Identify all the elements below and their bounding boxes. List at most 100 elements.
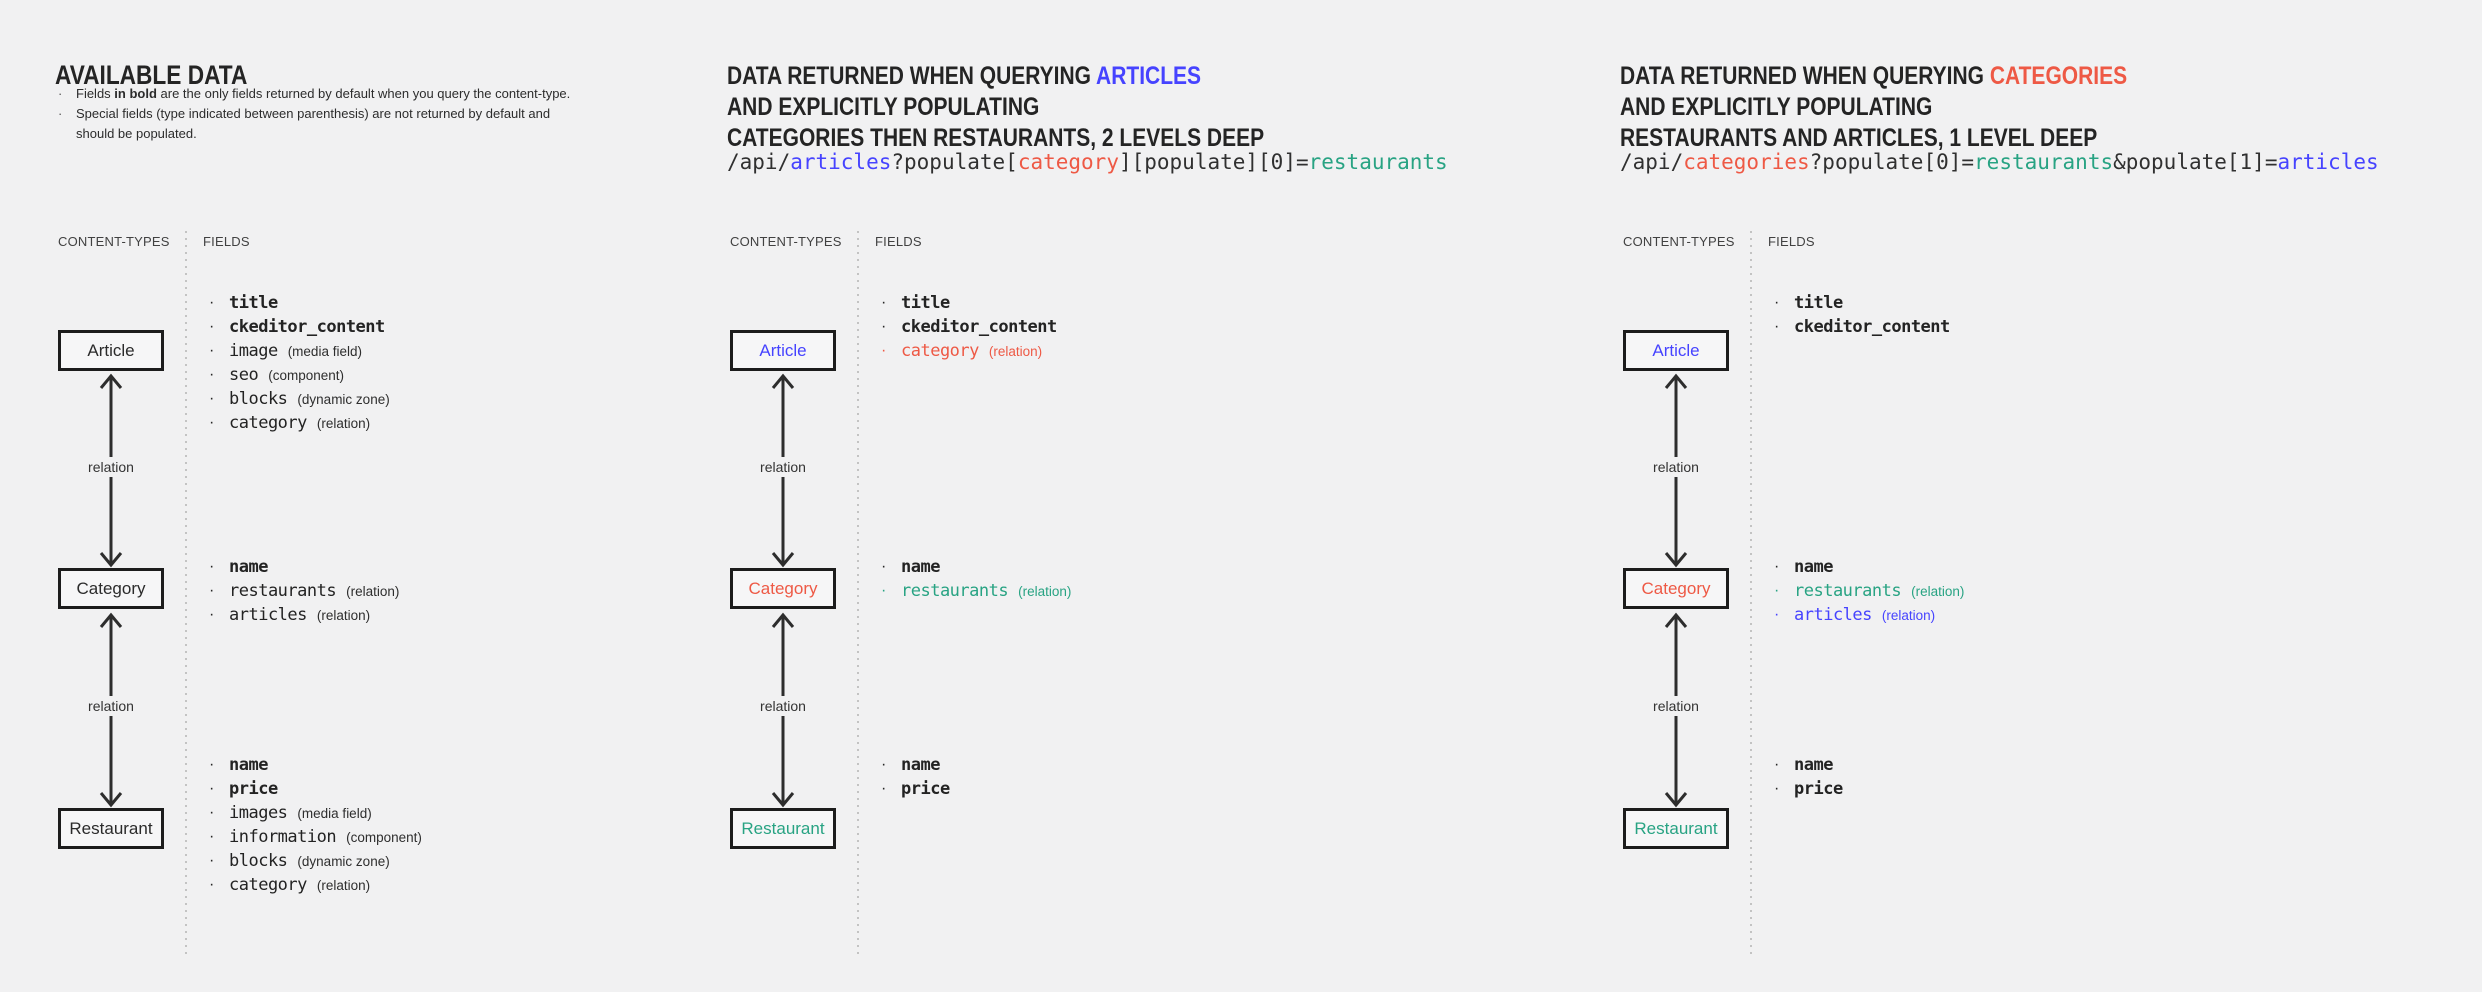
field-name: restaurants (1794, 581, 1902, 601)
field-item: ·information(component) (203, 825, 683, 849)
field-item: · restaurants (relation) (875, 579, 1355, 603)
field-name: ckeditor_content (1794, 317, 1950, 337)
field-item: · seo (component) (203, 363, 683, 387)
field-type-annotation: (dynamic zone) (297, 854, 390, 869)
field-name: ckeditor_content (901, 317, 1057, 337)
field-item: ·price (1768, 777, 2248, 801)
field-item: ·articles(relation) (1768, 603, 2248, 627)
field-type-annotation: (relation) (316, 608, 371, 623)
field-group-category: ·name·restaurants(relation)·articles(rel… (1768, 555, 2248, 627)
content-type-box-article: Article (58, 330, 164, 371)
field-item: ·category(relation) (203, 411, 683, 435)
field-name: name (901, 557, 940, 577)
field-item: ·ckeditor_content (203, 315, 683, 339)
field-name: restaurants (901, 581, 1009, 601)
field-name: blocks (229, 851, 288, 871)
bullet-dot: · (209, 366, 215, 383)
content-type-box-restaurant: Restaurant (730, 808, 836, 849)
field-name: image (229, 341, 278, 361)
field-group-restaurant: ·name·price·images(media field)·informat… (203, 753, 683, 897)
content-types-label: CONTENT-TYPES (58, 234, 170, 249)
bullet-dot: · (209, 606, 215, 623)
notes-list: · Fields in bold are the only fields ret… (55, 84, 590, 144)
field-name: category (229, 413, 307, 433)
content-type-box-category: Category (1623, 568, 1729, 609)
bullet-dot: · (209, 390, 215, 407)
field-type-annotation: (component) (346, 830, 422, 845)
fields-label: FIELDS (875, 234, 922, 249)
bullet-dot: · (881, 558, 887, 575)
bullet-dot: · (58, 86, 63, 101)
content-type-box-restaurant: Restaurant (1623, 808, 1729, 849)
field-item: ·name (203, 555, 683, 579)
bullet-dot: · (881, 582, 887, 599)
note-item: · Special fields (type indicated between… (58, 106, 551, 141)
field-group-restaurant: ·name · price (875, 753, 1355, 801)
page-title: DATA RETURNED WHEN QUERYING CATEGORIES A… (1620, 61, 2128, 152)
content-types-label: CONTENT-TYPES (1623, 234, 1735, 249)
field-item: ·blocks(dynamic zone) (203, 387, 683, 411)
bullet-dot: · (209, 342, 215, 359)
fields-label: FIELDS (1768, 234, 1815, 249)
field-name: articles (229, 605, 307, 625)
field-item: ·price (203, 777, 683, 801)
relation-label: relation (1647, 457, 1705, 477)
column-separator (185, 231, 187, 958)
field-item: ·name (203, 753, 683, 777)
column-separator (857, 231, 859, 958)
field-name: title (901, 293, 950, 313)
field-item: ·restaurants(relation) (203, 579, 683, 603)
field-name: seo (229, 365, 259, 385)
bullet-dot: · (881, 780, 887, 797)
relation-label: relation (82, 696, 140, 716)
bullet-dot: · (209, 780, 215, 797)
field-type-annotation: (relation) (346, 584, 400, 599)
field-item: ·ckeditor_content (875, 315, 1355, 339)
field-group-article: ·title·ckeditor_content (1768, 291, 2248, 339)
field-type-annotation: (component) (268, 368, 345, 383)
bullet-dot: · (209, 804, 215, 821)
field-name: articles (1794, 605, 1872, 625)
field-name: category (901, 341, 979, 361)
field-name: price (901, 779, 950, 799)
bullet-dot: · (881, 294, 887, 311)
field-group-category: ·name·restaurants(relation) · articles (rel… (203, 555, 683, 627)
page-title: AVAILABLE DATA (55, 60, 248, 91)
bullet-dot: · (209, 558, 215, 575)
field-type-annotation: (relation) (1911, 584, 1965, 599)
relation-label: relation (1647, 696, 1705, 716)
column-separator (1750, 231, 1752, 958)
content-type-box-category: Category (730, 568, 836, 609)
content-type-box-category: Category (58, 568, 164, 609)
bullet-dot: · (1774, 582, 1780, 599)
field-item: ·name (875, 753, 1355, 777)
panel-query-categories: DATA RETURNED WHEN QUERYING CATEGORIES A… (1620, 0, 2470, 992)
field-type-annotation: (media field) (287, 344, 362, 359)
field-item: ·title (1768, 291, 2248, 315)
bullet-dot: · (209, 414, 215, 431)
field-item: ·name (1768, 555, 2248, 579)
bullet-dot: · (1774, 606, 1780, 623)
field-name: price (1794, 779, 1843, 799)
note-item: · Fields in bold are the only fields ret… (55, 84, 590, 104)
content-type-box-article: Article (1623, 330, 1729, 371)
field-item: ·ckeditor_content (1768, 315, 2248, 339)
api-endpoint-code: /api/articles?populate[category][populat… (727, 150, 1448, 174)
field-type-annotation: (relation) (1018, 584, 1072, 599)
field-group-restaurant: ·name·price (1768, 753, 2248, 801)
field-name: name (1794, 755, 1833, 775)
field-name: blocks (229, 389, 288, 409)
bullet-dot: · (209, 852, 215, 869)
field-name: title (229, 293, 278, 313)
field-name: ckeditor_content (229, 317, 385, 337)
relation-label: relation (82, 457, 140, 477)
bullet-dot: · (58, 106, 63, 121)
field-item: · price (875, 777, 1355, 801)
field-name: name (229, 755, 268, 775)
bullet-dot: · (881, 342, 887, 359)
page-title: DATA RETURNED WHEN QUERYING ARTICLES AND… (727, 61, 1265, 152)
panel-query-articles: DATA RETURNED WHEN QUERYING ARTICLES AND… (727, 0, 1587, 992)
field-item: · image (media field) (203, 339, 683, 363)
content-type-box-restaurant: Restaurant (58, 808, 164, 849)
field-group-article: ·title·ckeditor_content·category(relatio… (875, 291, 1355, 363)
